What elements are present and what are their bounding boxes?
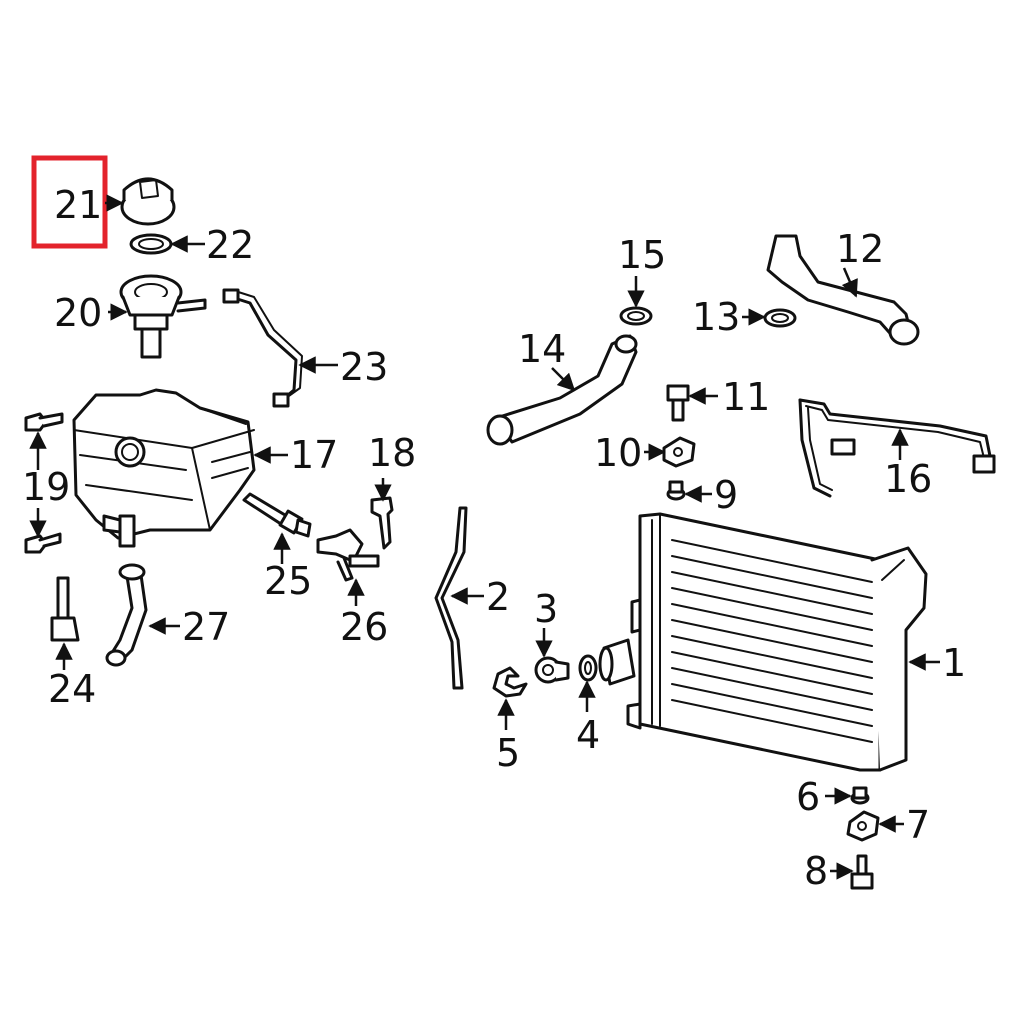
part-19-bolt-top[interactable] <box>24 412 64 432</box>
part-3-grommet[interactable] <box>534 656 570 684</box>
part-8-bolt[interactable] <box>850 854 874 890</box>
part-13-o-ring[interactable] <box>763 308 797 328</box>
callout-labels: 21 22 20 23 17 19 18 25 26 24 27 2 3 4 5… <box>22 183 966 893</box>
part-23-overflow-pipe[interactable] <box>222 288 303 408</box>
part-14-upper-hose[interactable] <box>486 334 638 446</box>
callout-10: 10 <box>594 431 642 475</box>
callout-17: 17 <box>290 433 338 477</box>
part-12-outlet-pipe[interactable] <box>766 234 920 346</box>
callout-22: 22 <box>206 223 254 267</box>
part-2-deflector[interactable] <box>434 506 468 690</box>
part-10-bracket[interactable] <box>662 436 696 468</box>
callout-8: 8 <box>804 849 828 893</box>
callout-11: 11 <box>722 375 770 419</box>
callout-6: 6 <box>796 775 820 819</box>
callout-2: 2 <box>486 575 510 619</box>
part-21-reservoir-cap[interactable] <box>120 177 176 226</box>
part-9-grommet[interactable] <box>666 480 686 501</box>
part-17-expansion-tank[interactable] <box>72 388 256 548</box>
part-7-bracket[interactable] <box>846 810 880 842</box>
part-26-sensor[interactable] <box>316 528 380 582</box>
part-15-o-ring[interactable] <box>619 306 653 326</box>
callout-19: 19 <box>22 465 70 509</box>
callout-23: 23 <box>340 345 388 389</box>
part-24-level-sensor[interactable] <box>50 576 80 642</box>
part-4-washer[interactable] <box>578 654 598 682</box>
callout-15: 15 <box>618 233 666 277</box>
callout-18: 18 <box>368 431 416 475</box>
part-16-bypass-pipe[interactable] <box>798 398 996 498</box>
callout-24: 24 <box>48 667 96 711</box>
leader-lines <box>29 194 940 880</box>
callout-16: 16 <box>884 457 932 501</box>
callout-1: 1 <box>942 641 966 685</box>
callout-9: 9 <box>714 473 738 517</box>
callout-3: 3 <box>534 587 558 631</box>
callout-7: 7 <box>906 803 930 847</box>
part-19-bolt-bottom[interactable] <box>24 532 62 554</box>
callout-5: 5 <box>496 731 520 775</box>
callout-26: 26 <box>340 605 388 649</box>
part-25-bleed-screw[interactable] <box>242 492 312 538</box>
part-1-radiator[interactable] <box>598 512 928 772</box>
callout-21: 21 <box>54 183 102 227</box>
callout-27: 27 <box>182 605 230 649</box>
callout-13: 13 <box>692 295 740 339</box>
part-22-o-ring[interactable] <box>129 233 173 255</box>
callout-25: 25 <box>264 559 312 603</box>
callout-12: 12 <box>836 227 884 271</box>
part-6-grommet[interactable] <box>850 786 870 805</box>
part-20-filler-neck[interactable] <box>119 274 207 359</box>
callout-20: 20 <box>54 291 102 335</box>
part-27-hose[interactable] <box>105 563 148 667</box>
part-11-bolt[interactable] <box>666 384 690 422</box>
callout-4: 4 <box>576 713 600 757</box>
callout-14: 14 <box>518 327 566 371</box>
part-18-bracket[interactable] <box>370 496 394 550</box>
part-5-clip[interactable] <box>492 666 528 698</box>
